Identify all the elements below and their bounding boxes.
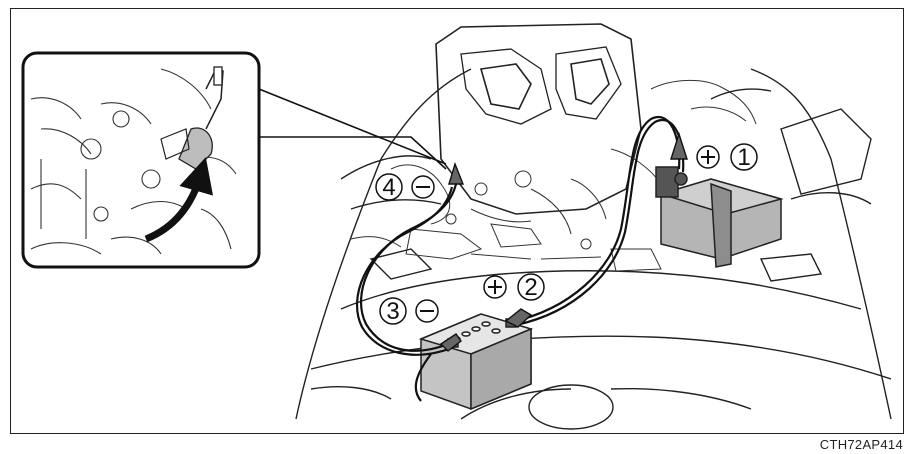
curved-arrow-icon [144, 157, 214, 243]
plus-sign-icon [483, 275, 507, 299]
minus-sign-icon [411, 175, 435, 199]
callout-number-1: 1 [737, 144, 750, 171]
jumper-cable-icon [355, 116, 685, 402]
callout-number-2: 2 [524, 274, 537, 301]
callout-4: 4 [375, 173, 435, 201]
engine-cover-icon [435, 23, 642, 215]
callout-circle [517, 273, 545, 301]
figure-code: CTH72AP414 [819, 437, 903, 452]
detail-leader-lines [258, 88, 447, 170]
callout-1: 1 [696, 143, 758, 171]
callout-3: 3 [379, 297, 439, 325]
car-body [295, 68, 892, 430]
callout-circle [379, 297, 407, 325]
callout-circle [730, 143, 758, 171]
callout-2: 2 [483, 273, 545, 301]
diagram-frame: 1 2 3 4 [10, 8, 904, 434]
battery-icon [655, 166, 784, 268]
clamp-icon [439, 131, 688, 352]
booster-battery-icon [418, 313, 534, 411]
detail-inset [21, 51, 261, 269]
minus-sign-icon [415, 299, 439, 323]
callout-number-4: 4 [382, 174, 395, 201]
callout-number-3: 3 [386, 298, 399, 325]
jump-start-diagram: 1 2 3 4 [21, 23, 892, 430]
plus-sign-icon [696, 145, 720, 169]
callout-circle [375, 173, 403, 201]
engine-bay [350, 79, 757, 272]
